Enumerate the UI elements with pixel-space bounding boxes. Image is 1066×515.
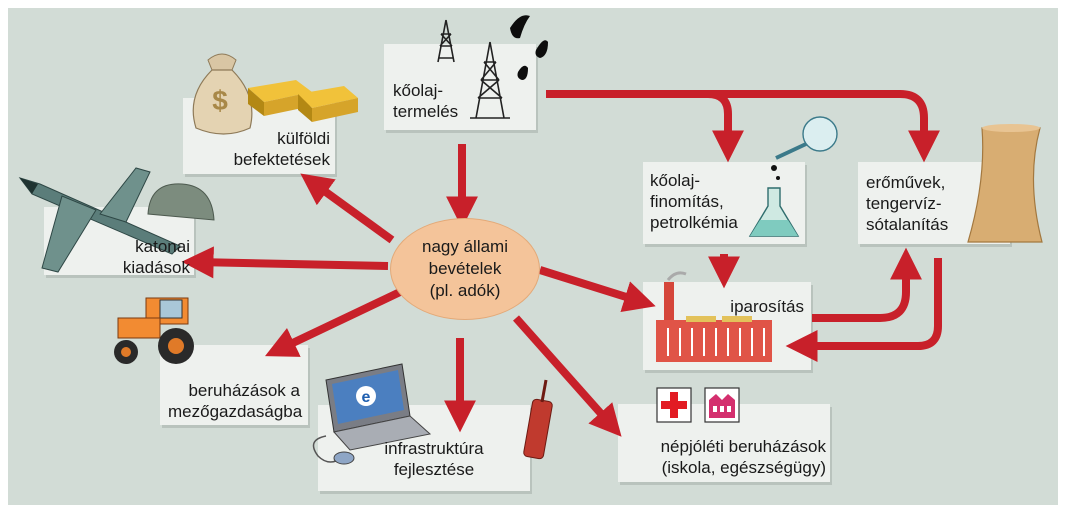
arrow-to-agriculture: [264, 288, 402, 357]
state-revenue-label: nagy állami bevételek (pl. adók): [422, 237, 508, 300]
infrastructure-label: infrastruktúra fejlesztése: [384, 439, 484, 479]
foreign-investment-label: külföldi befektetések: [233, 129, 330, 169]
flask-icon: [748, 116, 838, 237]
money-bag-icon: $: [192, 53, 253, 135]
tractor-icon: [114, 297, 194, 364]
flow-arrows: [181, 90, 942, 437]
arrow-power-to-industrialization: [785, 258, 942, 362]
svg-text:e: e: [362, 389, 371, 406]
red-cross-icon: [656, 387, 692, 423]
mobile-phone-icon: [523, 379, 553, 460]
oil-production-box: [384, 44, 536, 130]
oil-production-label: kőolaj- termelés: [393, 81, 459, 121]
power-plants-label: erőművek, tengervíz- sótalanítás: [866, 173, 949, 234]
arrow-oil-to-refining: [546, 90, 744, 163]
laptop-icon: e: [312, 363, 432, 465]
arrow-oil-to-power: [700, 90, 940, 163]
military-label: katonai kiadások: [122, 237, 190, 277]
state-revenue-node: nagy állami bevételek (pl. adók): [390, 218, 540, 320]
svg-text:$: $: [212, 85, 228, 116]
oil-derrick-icon: [437, 19, 510, 119]
cooling-tower-icon: [967, 124, 1043, 243]
school-icon: [704, 387, 740, 423]
missile-icon: [18, 167, 181, 273]
industrialization-label: iparosítás: [730, 297, 804, 316]
arrow-to-industrialization: [538, 266, 656, 312]
refining-label: kőolaj- finomítás, petrolkémia: [650, 171, 738, 232]
welfare-label: népjóléti beruházások (iskola, egészségü…: [660, 437, 826, 477]
factory-icon: [656, 271, 772, 362]
arrow-to-foreign-investment: [300, 173, 395, 244]
arrow-to-welfare: [513, 315, 622, 437]
helmet-icon: [147, 183, 215, 221]
oil-drop-icon: [510, 15, 548, 80]
agriculture-label: beruházások a mezőgazdaságba: [168, 381, 303, 421]
arrow-to-military: [181, 246, 389, 279]
arrow-industrialization-to-power: [812, 247, 922, 322]
gold-bars-icon: [248, 80, 358, 122]
